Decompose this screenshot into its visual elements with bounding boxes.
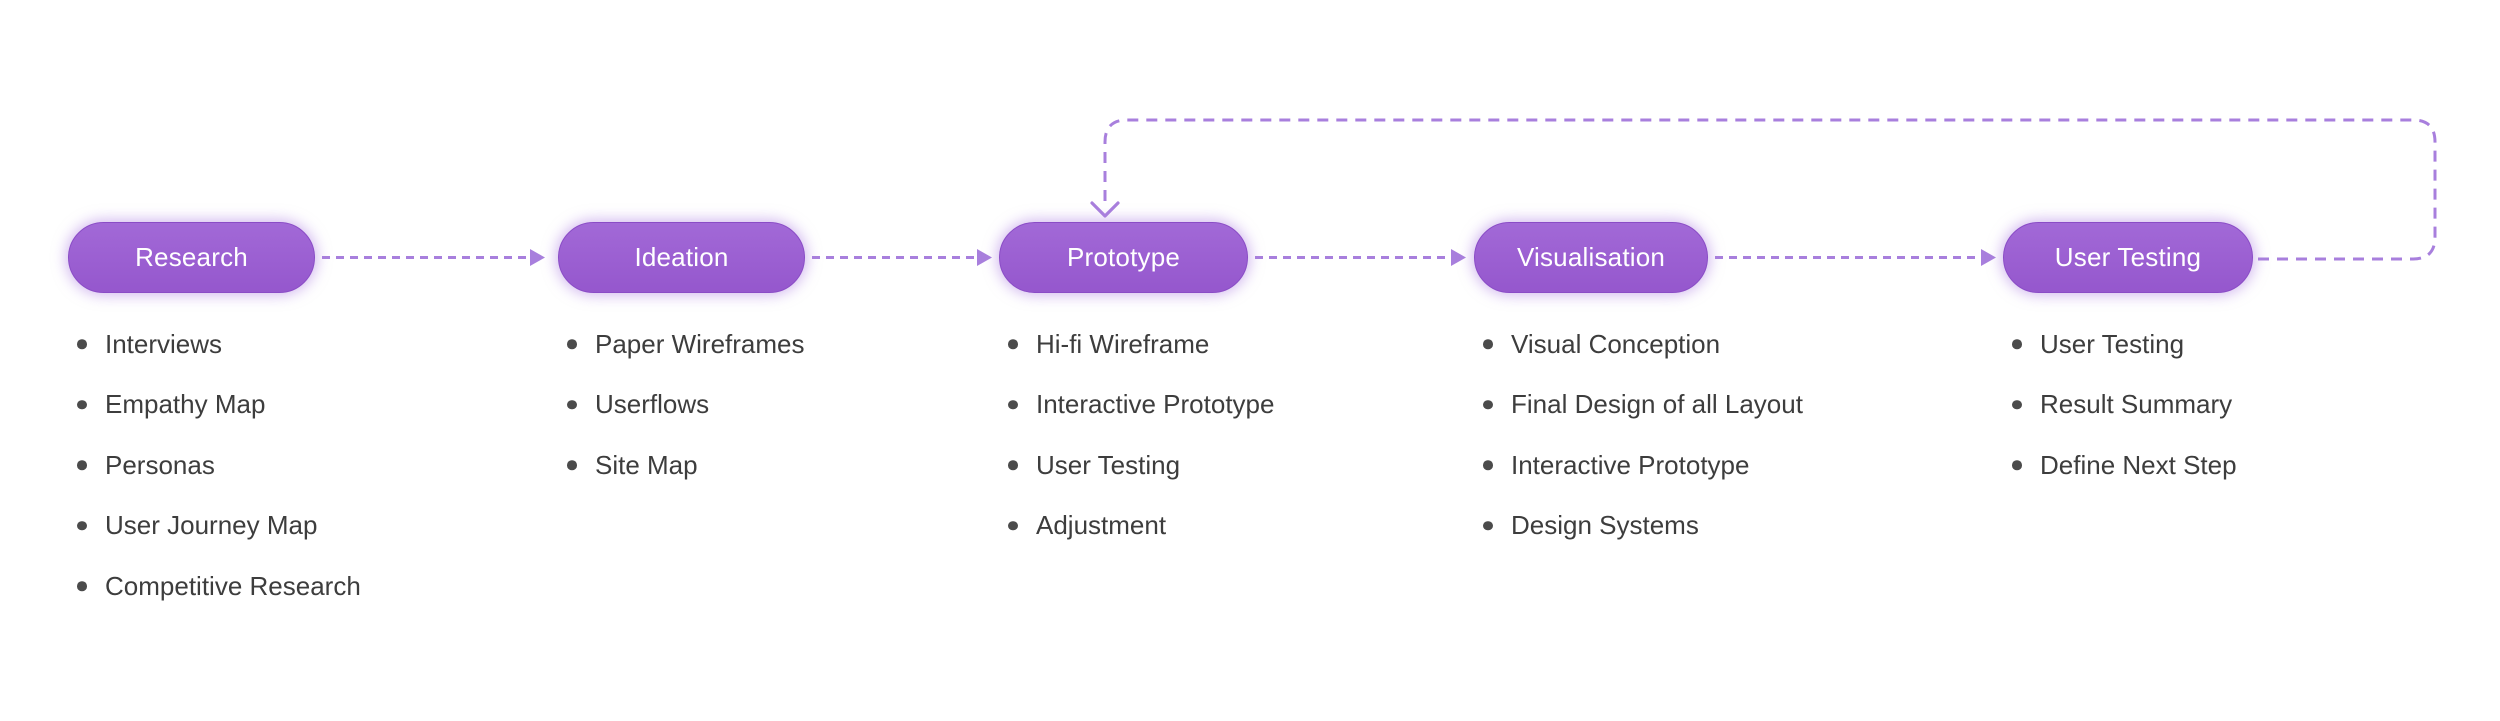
list-item: Result Summary — [2003, 375, 2433, 436]
list-item: User Testing — [999, 435, 1429, 496]
list-item: Interviews — [68, 314, 498, 375]
stage-user-testing-list: User Testing Result Summary Define Next … — [2003, 314, 2433, 496]
list-item: User Journey Map — [68, 496, 498, 557]
list-item: User Testing — [2003, 314, 2433, 375]
stage-visualisation-list: Visual Conception Final Design of all La… — [1474, 314, 1904, 556]
list-item: Empathy Map — [68, 375, 498, 436]
list-item: Site Map — [558, 435, 988, 496]
list-item: Define Next Step — [2003, 435, 2433, 496]
stage-prototype-list: Hi-fi Wireframe Interactive Prototype Us… — [999, 314, 1429, 556]
feedback-arrowhead-icon — [1090, 201, 1120, 218]
stage-research-list: Interviews Empathy Map Personas User Jou… — [68, 314, 498, 617]
list-item: Personas — [68, 435, 498, 496]
list-item: Paper Wireframes — [558, 314, 988, 375]
stage-visualisation: Visualisation Visual Conception Final De… — [1474, 222, 1904, 556]
list-item: Interactive Prototype — [999, 375, 1429, 436]
stage-pill-research[interactable]: Research — [68, 222, 315, 293]
list-item: Adjustment — [999, 496, 1429, 557]
list-item: Hi-fi Wireframe — [999, 314, 1429, 375]
stage-pill-prototype[interactable]: Prototype — [999, 222, 1248, 293]
list-item: Design Systems — [1474, 496, 1904, 557]
list-item: Competitive Research — [68, 556, 498, 617]
stage-user-testing: User Testing User Testing Result Summary… — [2003, 222, 2433, 496]
stage-pill-visualisation[interactable]: Visualisation — [1474, 222, 1708, 293]
stage-pill-user-testing[interactable]: User Testing — [2003, 222, 2253, 293]
stage-pill-ideation[interactable]: Ideation — [558, 222, 805, 293]
list-item: Visual Conception — [1474, 314, 1904, 375]
list-item: Userflows — [558, 375, 988, 436]
stage-ideation-list: Paper Wireframes Userflows Site Map — [558, 314, 988, 496]
list-item: Interactive Prototype — [1474, 435, 1904, 496]
stage-research: Research Interviews Empathy Map Personas… — [68, 222, 498, 617]
stage-ideation: Ideation Paper Wireframes Userflows Site… — [558, 222, 988, 496]
stage-prototype: Prototype Hi-fi Wireframe Interactive Pr… — [999, 222, 1429, 556]
list-item: Final Design of all Layout — [1474, 375, 1904, 436]
